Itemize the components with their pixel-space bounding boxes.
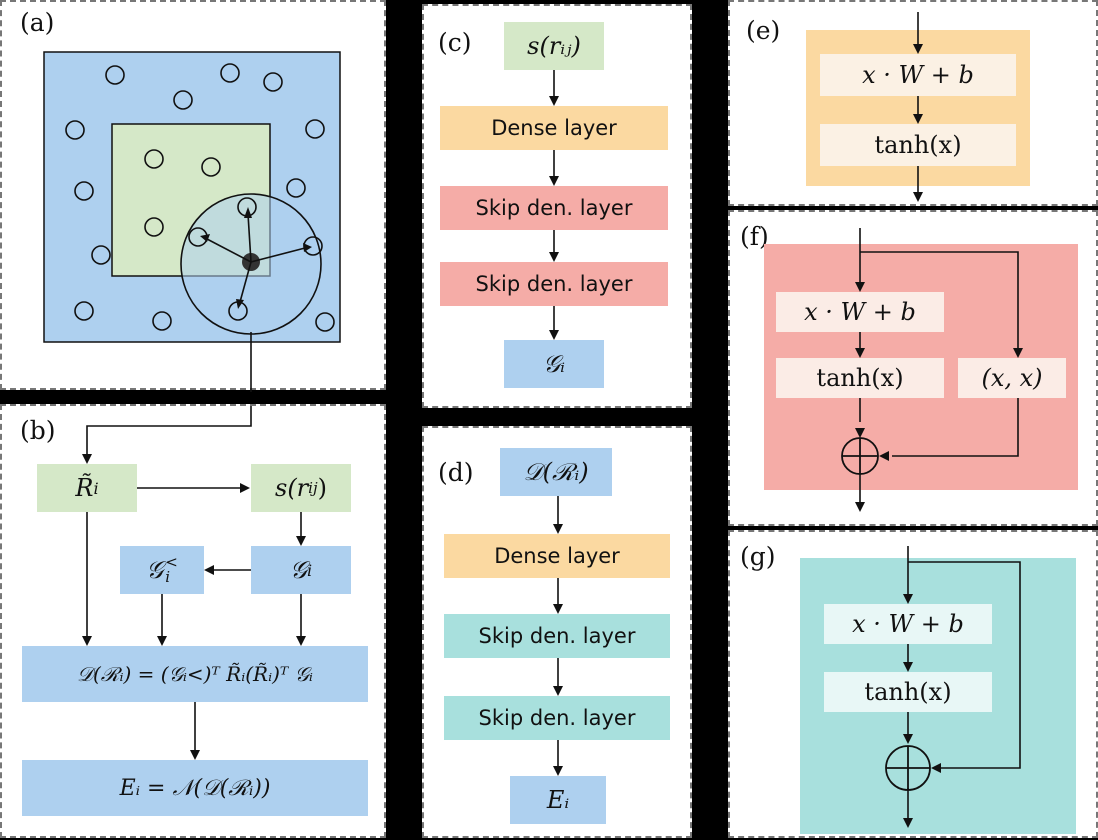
panel-f-arrows <box>841 228 1023 512</box>
atoms <box>65 63 335 332</box>
s-rij-close: ) <box>317 474 327 502</box>
c-dense-layer: Dense layer <box>440 106 668 150</box>
g-sum-icon <box>885 745 931 791</box>
d-output-text: Eᵢ <box>546 786 570 814</box>
c-skip1-label: Skip den. layer <box>475 196 633 220</box>
panel-b-arrows <box>82 406 306 760</box>
d-input-text: 𝒟(ℛᵢ) <box>523 458 589 486</box>
f-linear-box: x · W + b <box>776 292 944 332</box>
f-concat-text: (x, x) <box>981 364 1043 392</box>
f-tanh-text: tanh(x) <box>816 364 904 392</box>
d-input-box: 𝒟(ℛᵢ) <box>500 448 612 496</box>
r-tilde-box: R̃i <box>37 464 137 512</box>
panel-e-label: (e) <box>746 16 781 45</box>
d-output-box: Eᵢ <box>510 776 606 824</box>
panel-a-label: (a) <box>20 8 55 37</box>
descriptor-formula: 𝒟(ℛᵢ) = (𝒢ᵢ<)ᵀ R̃ᵢ(R̃ᵢ)ᵀ 𝒢ᵢ <box>77 662 313 686</box>
c-input-text: s(rᵢⱼ) <box>527 32 581 60</box>
panel-f: (f) x · W + b tanh(x) (x, x) <box>728 210 1098 526</box>
g-i-symbol: 𝒢 <box>289 556 307 584</box>
panel-e: (e) x · W + b tanh(x) <box>728 0 1098 206</box>
panel-g: (g) x · W + b tanh(x) <box>728 530 1098 838</box>
f-sum-icon <box>841 437 879 475</box>
panel-c-label: (c) <box>438 28 472 57</box>
panel-b-label: (b) <box>20 416 56 445</box>
g-tanh-text: tanh(x) <box>864 678 952 706</box>
f-concat-box: (x, x) <box>958 358 1066 398</box>
panel-a: (a) <box>0 0 386 392</box>
g-lt-subscript: i <box>165 568 171 586</box>
panel-f-label: (f) <box>740 222 769 251</box>
g-lt-box: 𝒢 < i <box>120 546 204 594</box>
e-linear-box: x · W + b <box>820 54 1016 96</box>
panel-d-label: (d) <box>438 458 474 487</box>
g-i-subscript: i <box>306 560 313 580</box>
panel-g-arrows <box>885 546 1021 828</box>
c-skip-layer-2: Skip den. layer <box>440 262 668 306</box>
c-output-box: 𝒢ᵢ <box>504 340 604 388</box>
d-skip1-label: Skip den. layer <box>478 624 636 648</box>
g-lt-superscript: < <box>165 553 178 571</box>
g-lt-symbol: 𝒢 <box>146 556 164 584</box>
d-dense-layer: Dense layer <box>444 534 670 578</box>
r-tilde-symbol: R̃ <box>75 474 94 502</box>
descriptor-formula-box: 𝒟(ℛᵢ) = (𝒢ᵢ<)ᵀ R̃ᵢ(R̃ᵢ)ᵀ 𝒢ᵢ <box>22 646 368 702</box>
c-dense-label: Dense layer <box>491 116 617 140</box>
panel-c-arrows <box>549 70 559 340</box>
d-skip-layer-2: Skip den. layer <box>444 696 670 740</box>
c-input-box: s(rᵢⱼ) <box>504 22 604 70</box>
energy-formula: Eᵢ = 𝒩(𝒟(ℛᵢ)) <box>119 775 271 801</box>
d-skip2-label: Skip den. layer <box>478 706 636 730</box>
c-skip-layer-1: Skip den. layer <box>440 186 668 230</box>
g-linear-box: x · W + b <box>824 604 992 644</box>
d-dense-label: Dense layer <box>494 544 620 568</box>
panel-c: (c) s(rᵢⱼ) Dense layer Skip den. layer S… <box>422 4 692 408</box>
d-skip-layer-1: Skip den. layer <box>444 614 670 658</box>
neighbor-diagram <box>43 51 341 392</box>
e-linear-text: x · W + b <box>862 61 974 89</box>
neighbor-arrows <box>206 213 306 303</box>
panel-d: (d) 𝒟(ℛᵢ) Dense layer Skip den. layer Sk… <box>422 426 692 838</box>
e-tanh-text: tanh(x) <box>874 131 962 159</box>
f-tanh-box: tanh(x) <box>776 358 944 398</box>
c-skip2-label: Skip den. layer <box>475 272 633 296</box>
panel-g-label: (g) <box>740 542 776 571</box>
energy-formula-box: Eᵢ = 𝒩(𝒟(ℛᵢ)) <box>22 760 368 816</box>
f-linear-text: x · W + b <box>804 298 916 326</box>
c-output-text: 𝒢ᵢ <box>543 350 565 378</box>
s-rij-subscript: ij <box>308 479 318 497</box>
panel-e-arrows <box>913 12 923 202</box>
panel-d-arrows <box>553 496 563 776</box>
g-tanh-box: tanh(x) <box>824 672 992 712</box>
s-rij-text: s(r <box>275 474 309 502</box>
g-linear-text: x · W + b <box>852 610 964 638</box>
r-tilde-subscript: i <box>93 478 99 498</box>
e-tanh-box: tanh(x) <box>820 124 1016 166</box>
